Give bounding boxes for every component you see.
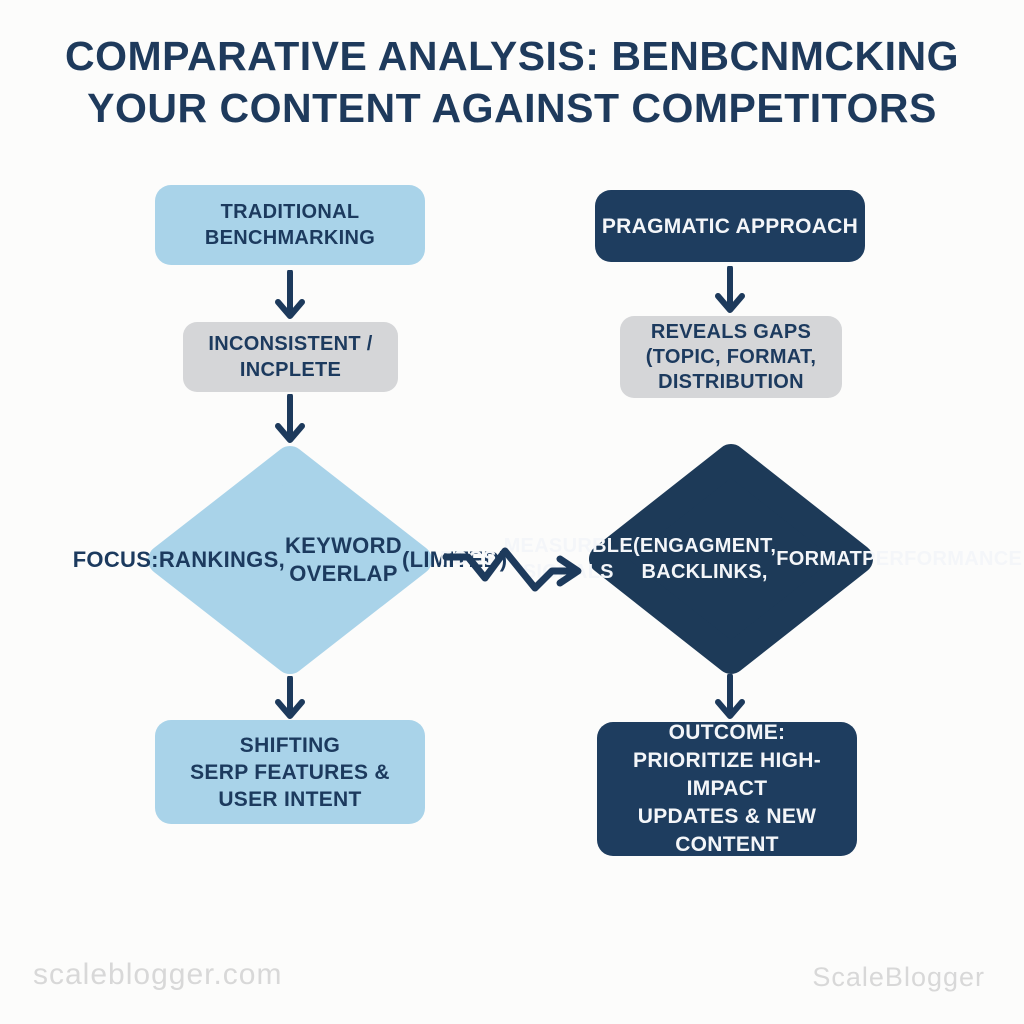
zigzag-arrow-icon <box>442 547 582 592</box>
arrow-down-icon <box>275 394 305 443</box>
watermark-right: ScaleBlogger <box>812 962 985 992</box>
node-reveals-gaps-label: REVEALS GAPS(TOPIC, FORMAT,DISTRIBUTION <box>645 320 817 393</box>
node-focus-rankings-label: FOCUS:RANKINGS,KEYWORD OVERLAP(LIMITED) <box>72 533 508 586</box>
node-focus-rankings-diamond: FOCUS:RANKINGS,KEYWORD OVERLAP(LIMITED) <box>72 446 508 674</box>
arrow-down-icon <box>715 674 745 719</box>
watermark-left: scaleblogger.com <box>33 958 283 991</box>
node-pragmatic-approach: PRAGMATIC APPROACH <box>595 190 865 262</box>
diagram-title-line2: YOUR CONTENT AGAINST COMPETITORS <box>87 85 937 131</box>
node-measurable-signals-diamond: FOCS:MEASURBLE SIGNALS(ENGAGMENT, BACKLI… <box>439 444 1023 674</box>
node-measurable-signals-label: FOCS:MEASURBLE SIGNALS(ENGAGMENT, BACKLI… <box>439 535 1023 583</box>
diagram-title: COMPARATIVE ANALYSIS: BENBCNMCKING YOUR … <box>0 30 1024 134</box>
node-inconsistent-incomplete-label: INCONSISTENT /INCPLETE <box>208 333 373 381</box>
arrow-down-icon <box>275 676 305 719</box>
diamond-shape <box>589 444 873 674</box>
arrow-down-icon <box>275 270 305 319</box>
arrow-down-icon <box>715 266 745 313</box>
node-pragmatic-approach-label: PRAGMATIC APPROACH <box>601 214 859 238</box>
diagram-title-line1: COMPARATIVE ANALYSIS: BENBCNMCKING <box>65 33 959 79</box>
node-inconsistent-incomplete: INCONSISTENT /INCPLETE <box>183 322 398 392</box>
diamond-shape <box>148 446 432 674</box>
node-reveals-gaps: REVEALS GAPS(TOPIC, FORMAT,DISTRIBUTION <box>620 316 842 398</box>
